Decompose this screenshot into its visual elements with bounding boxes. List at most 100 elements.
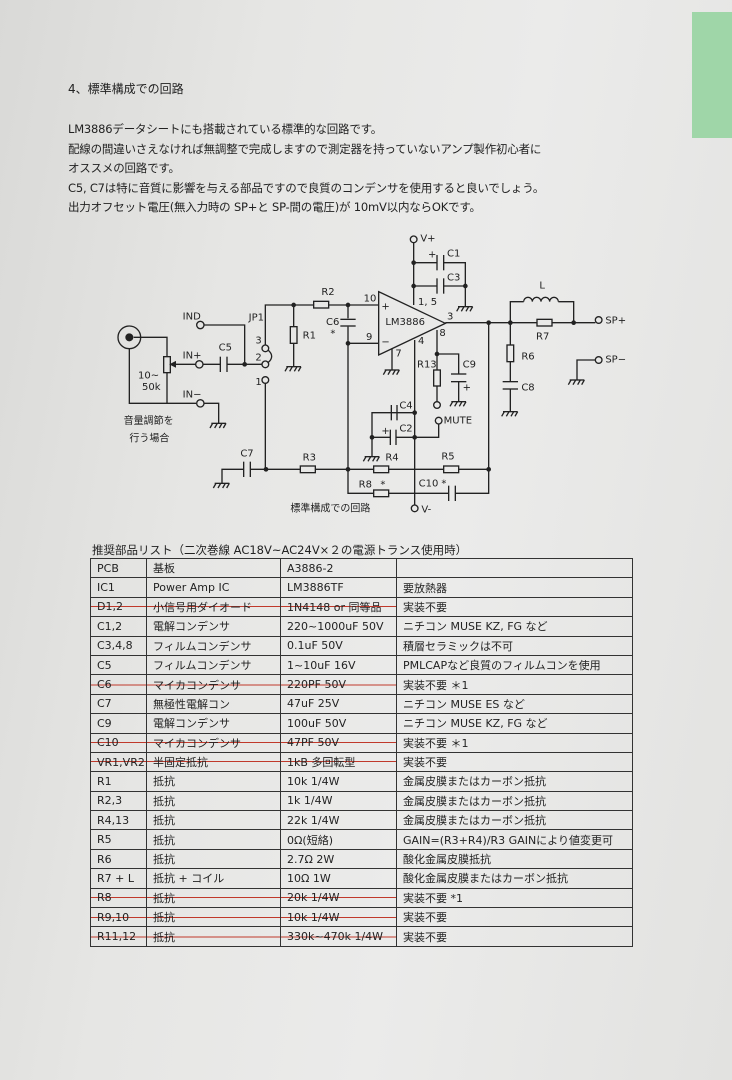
label-r5: R5 — [441, 451, 454, 462]
cell-type: 抵抗 — [146, 810, 281, 831]
cell-type: 抵抗 — [146, 771, 281, 792]
cell-note: 実装不要 — [396, 926, 633, 947]
cell-ref: R11,12 — [90, 926, 147, 947]
cell-ref: R2,3 — [90, 790, 147, 812]
cell-value: 1~10uF 16V — [280, 654, 397, 676]
cell-value: LM3886TF — [280, 577, 397, 598]
cell-type: 小信号用ダイオード — [146, 596, 281, 618]
cell-note: 金属皮膜またはカーボン抵抗 — [396, 771, 633, 792]
label-r8: R8 — [359, 479, 372, 490]
intro-text: LM3886データシートにも搭載されている標準的な回路です。 配線の間違いさえな… — [68, 120, 544, 218]
label-pin9: 9 — [366, 332, 372, 343]
label-vminus: V- — [421, 504, 431, 515]
cell-ref: R4,13 — [90, 810, 147, 831]
cell-ref: D1,2 — [90, 596, 147, 618]
cell-note: 実装不要 — [396, 596, 633, 618]
schematic-wires — [117, 235, 603, 513]
cell-ref: C9 — [90, 713, 147, 734]
cell-ref: PCB — [90, 557, 147, 579]
cell-ref: C6 — [90, 674, 147, 695]
label-sp-plus: SP+ — [605, 315, 626, 326]
label-c1-plus: + — [428, 249, 436, 260]
cell-value: 1k 1/4W — [280, 790, 397, 812]
cell-type: フィルムコンデンサ — [146, 635, 281, 656]
cell-type: 抵抗 — [146, 926, 281, 947]
cell-value: 22k 1/4W — [280, 810, 397, 831]
label-pot-value-2: 50k — [142, 382, 161, 393]
schematic-caption: 標準構成での回路 — [290, 502, 370, 515]
label-volume-note-1: 音量調節を — [124, 414, 174, 427]
cell-ref: C7 — [90, 693, 147, 715]
cell-note: 酸化金属皮膜またはカーボン抵抗 — [396, 868, 633, 889]
cell-type: 無極性電解コン — [146, 693, 281, 715]
label-c1: C1 — [447, 249, 460, 260]
cell-note: 実装不要 ＊1 — [396, 732, 633, 753]
cell-value: 10k 1/4W — [280, 771, 397, 792]
label-c4: C4 — [399, 400, 412, 411]
cell-type: 抵抗 — [146, 887, 281, 909]
cell-ref: IC1 — [90, 577, 147, 598]
cell-ref: C10 — [90, 732, 147, 753]
label-r8-star: * — [380, 479, 385, 490]
cell-type: 半固定抵抗 — [146, 751, 281, 773]
label-pot-value-1: 10~ — [138, 370, 159, 381]
label-pin10: 10 — [364, 294, 377, 305]
cell-note: ニチコン MUSE KZ, FG など — [396, 616, 633, 637]
cell-note: 積層セラミックは不可 — [396, 635, 633, 656]
cell-note: 実装不要 — [396, 907, 633, 928]
cell-note: 実装不要 ＊1 — [396, 674, 633, 695]
label-r13: R13 — [417, 359, 437, 370]
label-pins-1-5: 1, 5 — [418, 297, 437, 308]
label-c2-plus: + — [381, 426, 389, 437]
cell-type: 基板 — [146, 557, 281, 579]
cell-ref: C1,2 — [90, 616, 147, 637]
cell-value: 220~1000uF 50V — [280, 616, 397, 637]
label-r6: R6 — [521, 351, 534, 362]
cell-ref: C3,4,8 — [90, 635, 147, 656]
label-noninverting: + — [381, 301, 389, 312]
cell-note: GAIN=(R3+R4)/R3 GAINにより値変更可 — [396, 829, 633, 850]
label-pin7: 7 — [395, 349, 401, 360]
cell-note — [396, 557, 633, 579]
label-r2: R2 — [321, 287, 334, 298]
cell-value: 10k 1/4W — [280, 907, 397, 928]
cell-ref: R8 — [90, 887, 147, 909]
cell-value: 47uF 25V — [280, 693, 397, 715]
label-jp1: JP1 — [248, 313, 264, 324]
cell-type: 抵抗 + コイル — [146, 868, 281, 889]
cell-note: 金属皮膜またはカーボン抵抗 — [396, 790, 633, 812]
label-c7: C7 — [240, 449, 253, 460]
label-r3: R3 — [303, 453, 316, 464]
paragraph-line: LM3886データシートにも搭載されている標準的な回路です。 — [68, 122, 383, 136]
cell-type: Power Amp IC — [146, 577, 281, 598]
label-in-minus: IN− — [183, 389, 202, 400]
cell-ref: VR1,VR2 — [90, 751, 147, 773]
label-c8: C8 — [521, 383, 534, 394]
paragraph-line: 配線の間違いさえなければ無調整で完成しますので測定器を持っていないアンプ製作初心… — [68, 141, 542, 156]
label-in-plus: IN+ — [183, 350, 202, 361]
cell-type: 電解コンデンサ — [146, 713, 281, 734]
paragraph-line: オススメの回路です。 — [68, 161, 180, 175]
cell-type: 抵抗 — [146, 848, 281, 870]
parts-list-caption: 推奨部品リスト（二次巻線 AC18V~AC24V×２の電源トランス使用時） — [92, 543, 468, 557]
cell-value: 100uF 50V — [280, 713, 397, 734]
label-jp1-pin1: 1 — [255, 377, 261, 388]
cell-ref: C5 — [90, 654, 147, 676]
schematic-labels: V+ V- + C1 C3 1, 5 R2 10 C6 * LM3886 + −… — [124, 234, 626, 516]
cell-value: 1N4148 or 同等品 — [280, 596, 397, 618]
cell-value: 2.7Ω 2W — [280, 848, 397, 870]
cell-type: マイカコンデンサ — [146, 674, 281, 695]
cell-value: 0Ω(短絡) — [280, 829, 397, 850]
